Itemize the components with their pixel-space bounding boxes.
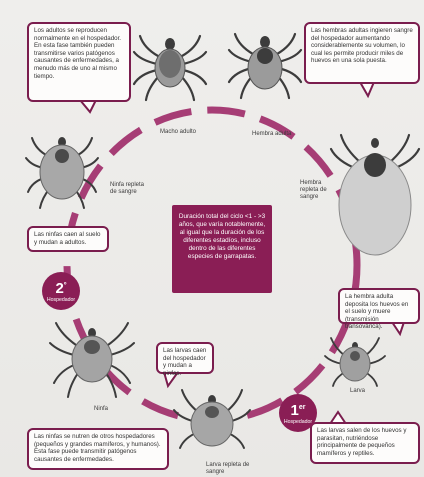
note-larvae-hatch: Las larvas salen de los huevos y parasit…: [310, 422, 420, 464]
note-females-engorge: Las hembras adultas ingieren sangre del …: [304, 22, 420, 84]
label-engorged-larva: Larva repleta de sangre: [206, 462, 254, 476]
label-engorged-female: Hembra repleta de sangre: [300, 180, 336, 201]
note-nymphs-drop: Las ninfas caen al suelo y mudan a adult…: [27, 226, 109, 252]
second-host-number: 2º: [42, 278, 80, 297]
cycle-duration-box: Duración total del ciclo <1 - >3 años, q…: [172, 205, 272, 293]
female-adult-tick-icon: [229, 34, 301, 98]
second-host-badge: 2º Hospedador: [42, 272, 80, 310]
male-adult-tick-icon: [134, 36, 206, 100]
label-male-adult: Macho adulto: [160, 129, 196, 136]
engorged-nymph-tick-icon: [26, 137, 98, 208]
label-nymph: Ninfa: [94, 406, 108, 413]
note-pointer-top-right: [360, 82, 374, 96]
second-host-label: Hospedador: [42, 297, 80, 303]
first-host-number: 1er: [279, 400, 317, 419]
note-larvae-drop: Las larvas caen del hospedador y mudan a…: [156, 342, 214, 374]
engorged-larva-tick-icon: [174, 390, 250, 448]
label-larva: Larva: [350, 388, 365, 395]
engorged-female-tick-icon: [331, 135, 419, 255]
note-female-lays-eggs: La hembra adulta deposita los huevos en …: [338, 288, 420, 324]
label-engorged-nymph: Ninfa repleta de sangre: [110, 182, 150, 196]
note-nymphs-feed: Las ninfas se nutren de otros hospedador…: [27, 428, 169, 470]
cycle-duration-text: Duración total del ciclo <1 - >3 años, q…: [179, 213, 265, 260]
label-female-adult: Hembra adulta: [252, 131, 291, 138]
larva-tick-icon: [325, 338, 385, 386]
note-adults-reproduce: Los adultos se reproducen normalmente en…: [27, 22, 131, 102]
first-host-label: Hospedador: [279, 419, 317, 425]
first-host-badge: 1er Hospedador: [279, 394, 317, 432]
